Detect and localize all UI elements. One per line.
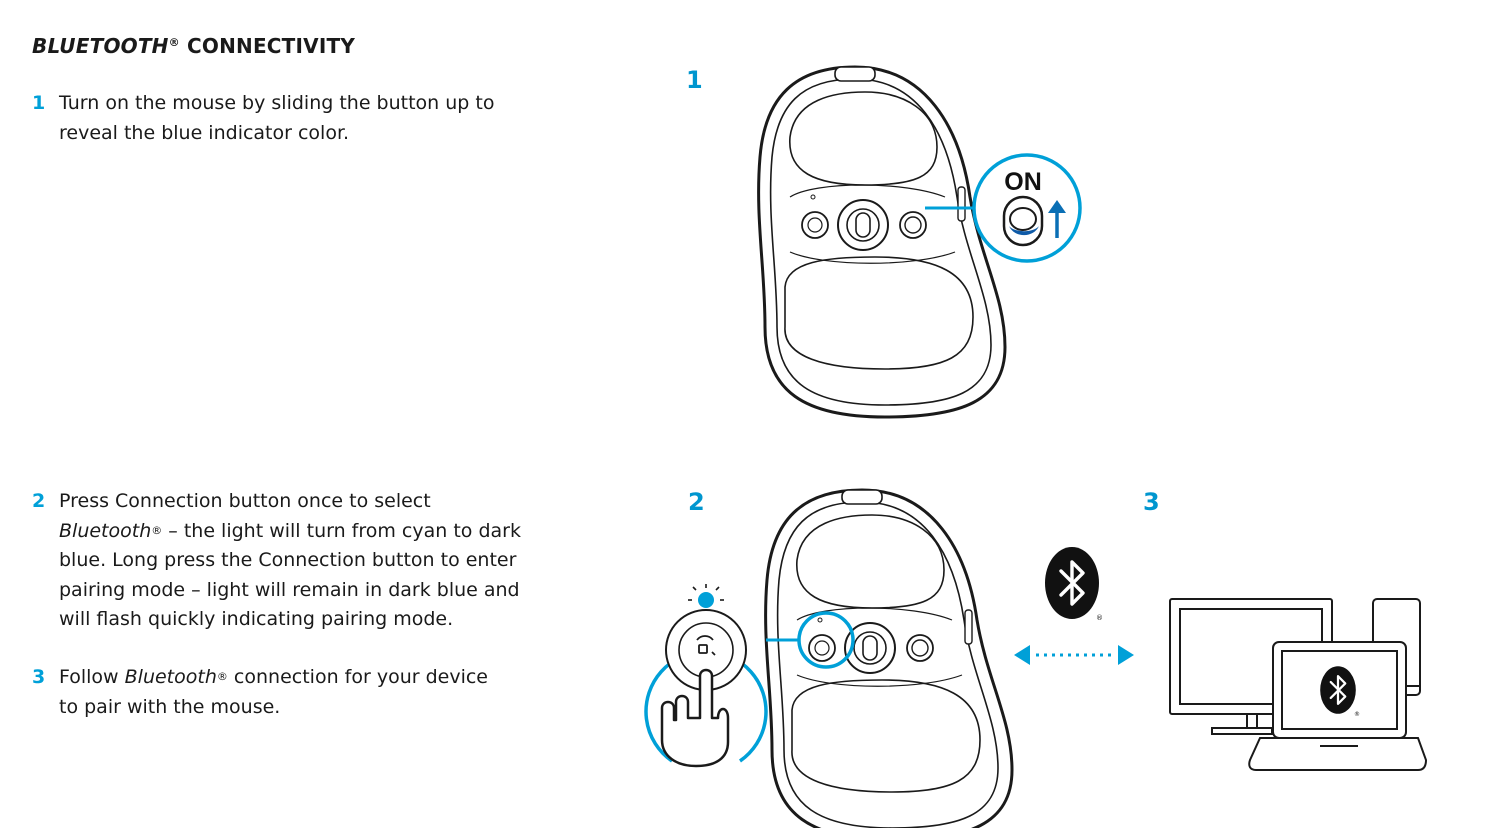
step-2-line1: Press Connection button once to select	[59, 490, 431, 512]
title-bluetooth: BLUETOOTH	[32, 34, 169, 58]
step-3-before: Follow	[59, 666, 125, 688]
bluetooth-logo-small	[1319, 665, 1357, 715]
figure-2-number: 2	[688, 488, 705, 516]
step-2-reg-mark: ®	[151, 523, 163, 537]
svg-text:®: ®	[1096, 614, 1103, 622]
figure-1-mouse	[757, 65, 1007, 419]
pointing-hand-icon	[660, 668, 730, 768]
bluetooth-logo-large	[1043, 545, 1101, 621]
indicator-light-icon	[688, 584, 724, 608]
figure-1-number: 1	[686, 66, 703, 94]
section-title: BLUETOOTH® CONNECTIVITY	[32, 34, 355, 58]
step-2: 2 Press Connection button once to select…	[32, 487, 532, 635]
step-2-rest: – the light will turn from cyan to dark …	[59, 519, 521, 631]
step-3-after: connection for your device to pair with …	[59, 666, 488, 718]
step-3-reg-mark: ®	[216, 670, 228, 683]
step-1-text: Turn on the mouse by sliding the button …	[59, 92, 495, 144]
step-2-bluetooth: Bluetooth	[59, 519, 152, 542]
connection-button-highlight	[797, 611, 855, 669]
power-switch-icon	[1002, 195, 1044, 247]
step-1-number: 1	[32, 92, 46, 114]
connection-icon	[696, 635, 716, 656]
step-3: 3 Follow Bluetooth® connection for your …	[32, 663, 502, 722]
step-1: 1 Turn on the mouse by sliding the butto…	[32, 89, 502, 148]
step-2-number: 2	[32, 490, 46, 512]
title-reg-mark: ®	[168, 36, 180, 49]
on-label: ON	[1004, 168, 1042, 196]
step-3-bluetooth: Bluetooth	[124, 666, 217, 688]
figure-3-number: 3	[1143, 488, 1160, 516]
figure-2-mouse	[764, 488, 1014, 828]
svg-text:®: ®	[1354, 711, 1360, 718]
step-3-number: 3	[32, 666, 46, 688]
title-rest: CONNECTIVITY	[179, 34, 356, 58]
up-arrow-icon	[1048, 200, 1066, 238]
step-3-text: Follow Bluetooth® connection for your de…	[59, 663, 502, 722]
bidirectional-arrow	[1014, 645, 1134, 665]
